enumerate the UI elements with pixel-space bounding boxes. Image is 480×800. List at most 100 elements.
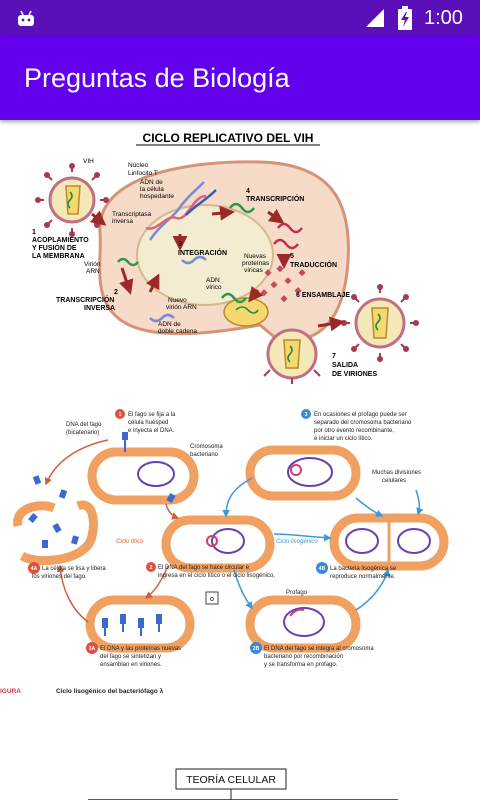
svg-text:inversa: inversa — [112, 218, 133, 225]
svg-text:TRADUCCIÓN: TRADUCCIÓN — [290, 260, 337, 269]
svg-text:En ocasiones el profago puede: En ocasiones el profago puede ser — [314, 412, 407, 418]
svg-text:5: 5 — [290, 253, 294, 260]
teoria-celular-title: TEORÍA CELULAR — [186, 773, 276, 786]
svg-text:2: 2 — [114, 289, 118, 296]
svg-text:ensamblan en viriones.: ensamblan en viriones. — [100, 662, 162, 668]
host-dna-helix — [145, 181, 217, 241]
status-time: 1:00 — [424, 7, 463, 29]
svg-text:ADN de: ADN de — [140, 179, 163, 186]
svg-text:celulares: celulares — [382, 478, 406, 484]
vih-diagram-title: CICLO REPLICATIVO DEL VIH — [143, 131, 314, 145]
svg-text:doble cadena: doble cadena — [158, 328, 197, 335]
svg-text:SALIDA: SALIDA — [332, 362, 358, 369]
battery-charging-icon — [398, 6, 412, 30]
svg-text:víricas: víricas — [244, 267, 264, 274]
bacteria-cells — [13, 445, 449, 653]
svg-text:Nuevas: Nuevas — [244, 253, 267, 260]
svg-text:la célula: la célula — [140, 186, 164, 193]
svg-text:Nuevo: Nuevo — [168, 297, 187, 304]
cell-nucleus — [136, 204, 274, 306]
svg-text:4A: 4A — [31, 566, 38, 572]
svg-text:1: 1 — [119, 412, 122, 418]
svg-text:o: o — [210, 596, 214, 603]
svg-text:Profago: Profago — [286, 590, 308, 596]
svg-text:3A: 3A — [89, 646, 96, 652]
svg-text:vírico: vírico — [206, 284, 222, 291]
svg-text:Ciclo lisogénico del bacterióf: Ciclo lisogénico del bacteriófago λ — [56, 687, 164, 695]
svg-text:El DNA del fago se integra al: El DNA del fago se integra al cromosoma — [264, 646, 374, 652]
svg-text:separado del cromosoma bacteri: separado del cromosoma bacteriano — [314, 420, 412, 426]
rna-strands — [117, 202, 303, 323]
svg-text:proteínas: proteínas — [242, 260, 270, 267]
svg-text:Muchas divisiones: Muchas divisiones — [372, 470, 421, 476]
svg-text:(bicatenario): (bicatenario) — [66, 430, 99, 436]
step-badges — [28, 409, 328, 654]
svg-text:2: 2 — [150, 565, 153, 571]
content-scroll[interactable]: CICLO REPLICATIVO DEL VIH — [0, 120, 480, 800]
svg-text:TRANSCRIPCIÓN: TRANSCRIPCIÓN — [56, 295, 114, 304]
svg-text:El DNA del fago se hace circul: El DNA del fago se hace circular e — [158, 565, 250, 571]
svg-text:4: 4 — [246, 188, 250, 195]
android-icon — [18, 10, 34, 26]
svg-text:ARN: ARN — [86, 268, 100, 275]
svg-text:VIH: VIH — [83, 158, 94, 165]
svg-text:1: 1 — [32, 229, 36, 236]
vih-virion-left — [35, 163, 109, 237]
svg-text:ADN: ADN — [206, 277, 220, 284]
svg-text:hospedante: hospedante — [140, 193, 174, 200]
svg-text:Virión: Virión — [84, 261, 101, 268]
svg-text:INVERSA: INVERSA — [84, 305, 115, 312]
svg-text:ACOPLAMIENTO: ACOPLAMIENTO — [32, 237, 89, 244]
svg-text:Cromosoma: Cromosoma — [190, 444, 223, 450]
svg-text:e iniciar un ciclo lítico.: e iniciar un ciclo lítico. — [314, 436, 373, 442]
content-images: CICLO REPLICATIVO DEL VIH — [0, 131, 449, 800]
app-bar: Preguntas de Biología — [0, 36, 480, 120]
phage-cycle-diagram: 1 3 4A 2 4B 3A 2B o DNA del fago (bicate… — [0, 409, 449, 695]
svg-text:Núcleo: Núcleo — [128, 162, 149, 169]
svg-text:DE VIRIONES: DE VIRIONES — [332, 371, 377, 378]
phage-virions — [28, 432, 176, 628]
cycle-arrows — [44, 439, 424, 623]
svg-text:bacteriano: bacteriano — [190, 452, 219, 458]
vih-virion-right — [341, 284, 419, 362]
svg-text:DNA del fago: DNA del fago — [66, 422, 102, 428]
svg-text:ADN de: ADN de — [158, 321, 181, 328]
svg-text:Transcriptasa: Transcriptasa — [112, 211, 152, 218]
svg-text:del fago se sintetizan y: del fago se sintetizan y — [100, 654, 161, 660]
center-box — [205, 591, 219, 605]
svg-text:virión ARN: virión ARN — [166, 304, 197, 311]
svg-text:reproduce normalmente.: reproduce normalmente. — [330, 574, 396, 580]
svg-text:célula huésped: célula huésped — [128, 420, 168, 426]
svg-text:7: 7 — [332, 353, 336, 360]
svg-text:4B: 4B — [319, 566, 326, 572]
svg-text:El fago se fija a la: El fago se fija a la — [128, 412, 176, 418]
cell-signal-icon — [366, 9, 384, 27]
app-title: Preguntas de Biología — [24, 63, 290, 93]
svg-text:y se transforma en profago.: y se transforma en profago. — [264, 662, 338, 668]
dna-circles — [137, 457, 431, 637]
vih-budding-virion — [263, 328, 321, 384]
svg-text:IGURA: IGURA — [0, 688, 21, 695]
svg-text:Ciclo lisogénico: Ciclo lisogénico — [276, 539, 318, 545]
svg-text:INTEGRACIÓN: INTEGRACIÓN — [178, 248, 227, 257]
status-bar: 1:00 — [0, 0, 480, 36]
svg-text:bacteriano por recombinación: bacteriano por recombinación — [264, 654, 343, 660]
svg-text:3: 3 — [305, 412, 308, 418]
teoria-celular-diagram: TEORÍA CELULAR — [88, 768, 398, 800]
svg-text:Y FUSIÓN DE: Y FUSIÓN DE — [32, 243, 77, 252]
svg-text:3: 3 — [178, 241, 182, 248]
svg-text:e inyecta el DNA.: e inyecta el DNA. — [128, 428, 175, 434]
svg-text:Linfocito T: Linfocito T — [128, 170, 158, 177]
phage-tails — [104, 440, 160, 636]
svg-text:El DNA y las proteínas nuevas: El DNA y las proteínas nuevas — [100, 646, 181, 652]
svg-text:La célula se lisa y libera: La célula se lisa y libera — [42, 566, 106, 572]
svg-text:TRANSCRIPCIÓN: TRANSCRIPCIÓN — [246, 194, 304, 203]
svg-text:La bacteria lisogénica se: La bacteria lisogénica se — [330, 566, 397, 572]
vih-cycle-diagram: CICLO REPLICATIVO DEL VIH — [32, 131, 419, 384]
svg-text:los viriones del fago.: los viriones del fago. — [32, 574, 87, 580]
vih-assembling — [223, 297, 269, 327]
svg-text:LA MEMBRANA: LA MEMBRANA — [32, 253, 85, 260]
svg-text:ingresa en el ciclo lítico o e: ingresa en el ciclo lítico o el ciclo li… — [158, 573, 275, 579]
svg-text:6 ENSAMBLAJE: 6 ENSAMBLAJE — [296, 292, 350, 299]
svg-text:por otro evento recombinante,: por otro evento recombinante, — [314, 428, 394, 434]
